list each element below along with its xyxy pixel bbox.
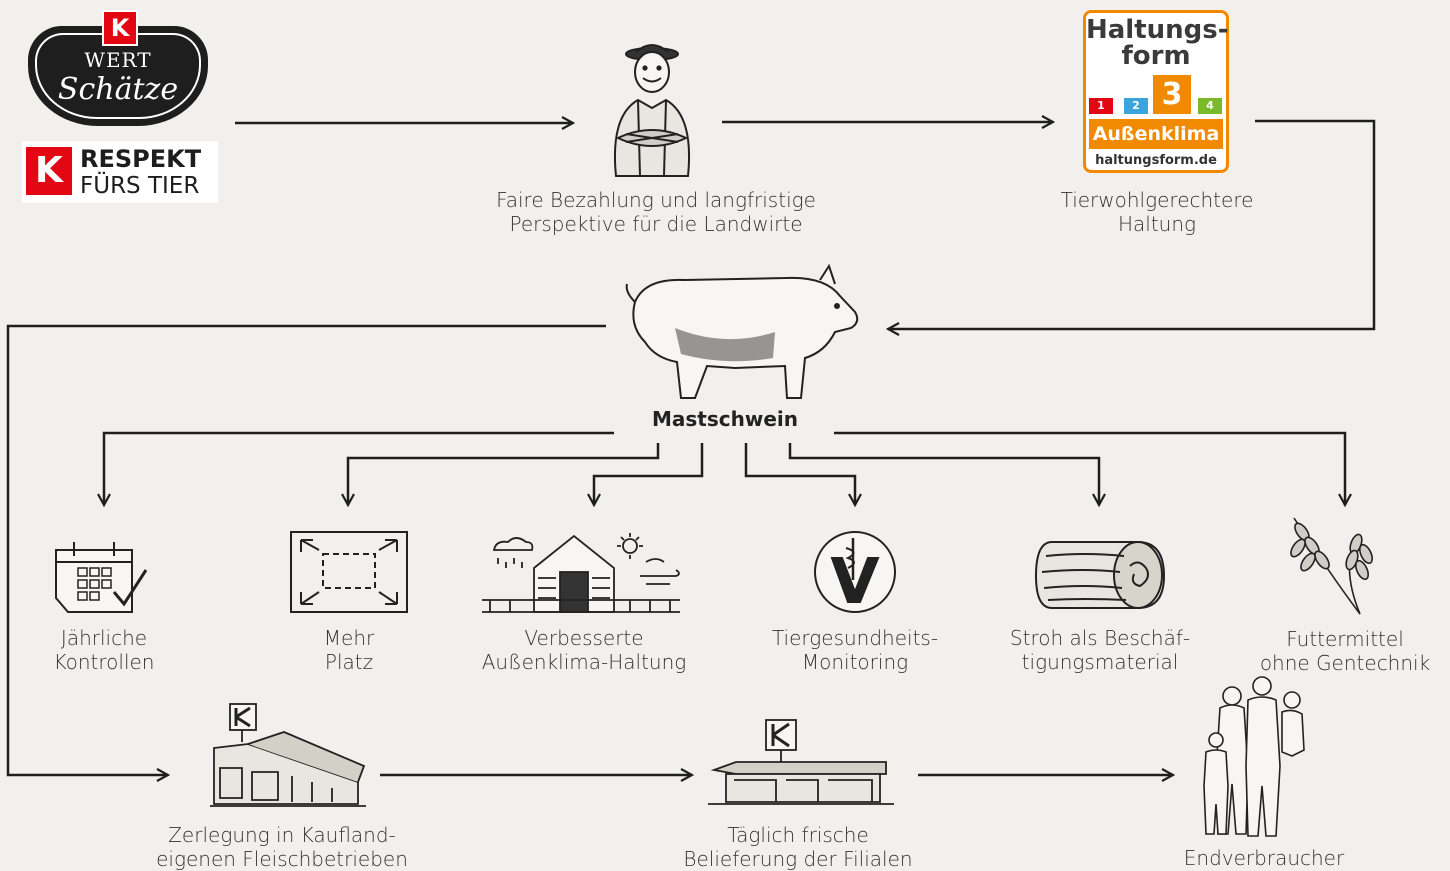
- arrow-to-aussenklima: [594, 443, 704, 505]
- haltungsform-label: Haltungs- form 1 2 3 4 Außenklima haltun…: [1083, 10, 1229, 173]
- criterion-label-monitoring: Tiergesundheits- Monitoring: [771, 626, 939, 674]
- chain-label-endverbraucher: Endverbraucher: [1183, 846, 1345, 870]
- wert-schaetze-logo: K WERT Schätze: [28, 10, 208, 126]
- arrow-to-kontrollen: [104, 431, 614, 505]
- calendar-check-icon: [55, 542, 148, 613]
- criterion-label-kontrollen: Jährliche Kontrollen: [53, 626, 155, 674]
- criterion-label-stroh: Stroh als Beschäf- tigungsmaterial: [1009, 626, 1191, 674]
- criterion-label-futter: Futtermittel ohne Gentechnik: [1259, 627, 1431, 675]
- criterion-label-platz: Mehr Platz: [323, 626, 375, 674]
- haltungsform-step-1: 1: [1089, 98, 1113, 114]
- straw-bale-icon: [1034, 541, 1166, 609]
- chain-label-belieferung: Täglich frische Belieferung der Filialen: [683, 823, 913, 871]
- arrow-to-stroh: [788, 443, 1099, 505]
- keeping-label: Tierwohlgerechtere Haltung: [1060, 188, 1254, 236]
- farmer-icon: [613, 44, 691, 177]
- schaetze-text: Schätze: [57, 72, 179, 107]
- barn-weather-icon: [482, 533, 680, 613]
- arrow-pig-to-chain: [6, 324, 606, 775]
- haltungsform-title-2: form: [1121, 41, 1191, 71]
- respekt-text: RESPEKT: [80, 145, 202, 173]
- arrow-to-platz: [348, 443, 660, 505]
- arrow-to-futter: [834, 431, 1345, 505]
- wheat-icon: [1290, 517, 1373, 615]
- kaufland-k-icon: K: [102, 10, 138, 46]
- criterion-label-aussenklima: Verbesserte Außenklima-Haltung: [481, 626, 687, 674]
- respekt-fuers-tier-logo: K RESPEKT FÜRS TIER: [22, 141, 218, 203]
- family-icon: [1203, 676, 1305, 837]
- wert-text: WERT: [84, 48, 152, 72]
- haltungsform-current-step: 3: [1153, 75, 1191, 114]
- mastschwein-label: Mastschwein: [652, 407, 798, 431]
- fuers-tier-text: FÜRS TIER: [80, 173, 200, 199]
- arrow-to-monitoring: [744, 443, 855, 505]
- meat-plant-icon: [210, 703, 366, 807]
- haltungsform-title-1: Haltungs-: [1086, 15, 1229, 45]
- chain-label-zerlegung: Zerlegung in Kaufland- eigenen Fleischbe…: [156, 823, 408, 871]
- expand-space-icon: [290, 531, 408, 613]
- farmer-label: Faire Bezahlung und langfristige Perspek…: [496, 188, 816, 236]
- haltungsform-climate: Außenklima: [1089, 119, 1223, 149]
- arrow-keeping-to-pig: [888, 119, 1376, 329]
- haltungsform-step-2: 2: [1124, 98, 1148, 114]
- store-icon: [708, 719, 894, 805]
- kaufland-k-icon: K: [26, 147, 72, 195]
- haltungsform-url: haltungsform.de: [1095, 153, 1217, 168]
- haltungsform-step-4: 4: [1198, 98, 1222, 114]
- veterinary-icon: [814, 531, 896, 613]
- pig-icon: [625, 263, 859, 399]
